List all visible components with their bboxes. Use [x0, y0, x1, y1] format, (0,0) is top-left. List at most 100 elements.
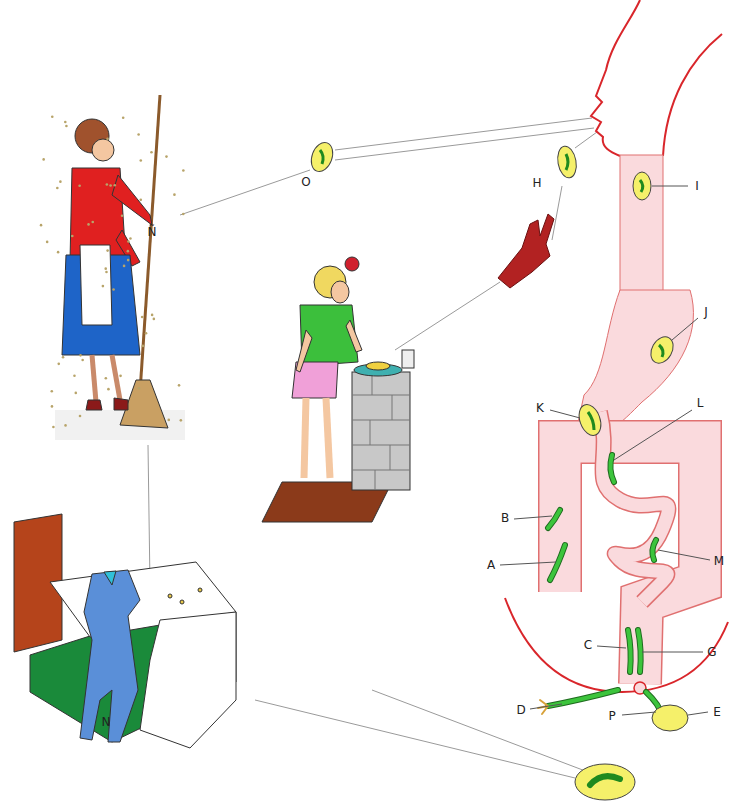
egg-dust-part: [129, 237, 132, 240]
egg-dust-part: [74, 392, 77, 395]
bed-part: [198, 588, 202, 592]
leader-line: [500, 186, 710, 715]
callout-letter: E: [711, 705, 723, 719]
egg-dust-part: [106, 183, 109, 186]
leader-line-part: [652, 186, 688, 187]
callout-letter: M: [712, 554, 726, 568]
egg-dust-part: [122, 116, 125, 119]
egg-part: [575, 402, 605, 439]
egg: [307, 139, 688, 800]
egg-part: [566, 154, 568, 170]
worm-part-part: [652, 540, 656, 560]
egg-dust-part: [107, 388, 110, 391]
leader-line-part: [597, 646, 626, 648]
bed-part: [140, 612, 236, 748]
girl-part: [331, 281, 349, 303]
egg-part: [320, 150, 323, 164]
egg-dust-part: [182, 213, 185, 216]
sweeping-woman-part: [112, 175, 152, 225]
callout-letter: O: [299, 175, 312, 189]
cycle-line-part: [552, 186, 562, 240]
cycle-line-part: [148, 445, 150, 585]
callout-letter: N: [100, 715, 113, 729]
egg-dust-part: [79, 354, 82, 357]
sweeping-woman-part: [86, 400, 102, 410]
girl-part: [366, 362, 390, 370]
leader-line-part: [500, 562, 556, 565]
egg-part: [575, 764, 635, 800]
callout-letter: B: [499, 511, 511, 525]
girl-part: [304, 398, 306, 478]
egg-dust-part: [121, 214, 124, 217]
leader-line-part: [514, 516, 552, 519]
egg-dust-part: [139, 199, 142, 202]
callout-letter: G: [705, 645, 718, 659]
worm-part-part: [628, 630, 631, 672]
egg-dust-part: [105, 271, 108, 274]
callout-letter: D: [514, 703, 527, 717]
egg-dust-part: [71, 235, 74, 238]
bed-part: [104, 571, 116, 585]
sweeping-woman-part: [92, 355, 96, 402]
egg-dust-part: [64, 121, 67, 124]
egg-dust-part: [123, 265, 126, 268]
worm-part: [548, 455, 662, 716]
egg-dust-part: [50, 390, 53, 393]
egg-dust-part: [145, 332, 148, 335]
girl-part: [346, 320, 362, 352]
worm-part-part: [548, 510, 560, 528]
worm-part-part: [548, 690, 618, 706]
egg-part: [555, 145, 578, 180]
callout-letter: Ñ: [146, 225, 159, 239]
egg-dust-part: [119, 375, 122, 378]
bed: [14, 514, 236, 748]
hand: [498, 214, 554, 288]
egg-dust-part: [112, 288, 115, 291]
egg-part: [307, 139, 336, 174]
egg-part: [659, 345, 663, 357]
worm-part-part: [610, 455, 614, 482]
egg-part: [590, 776, 620, 785]
egg-dust-part: [51, 405, 54, 408]
hand-part: [498, 214, 554, 288]
sweeping-woman-part: [80, 245, 112, 325]
worm-part-part: [628, 630, 631, 672]
egg-dust-part: [40, 224, 43, 227]
sweeping-woman-part: [140, 95, 160, 392]
worm-part-part: [652, 540, 656, 560]
egg-dust-part: [79, 415, 82, 418]
egg-part: [588, 412, 594, 430]
egg-dust-part: [56, 187, 59, 190]
body-outline: [505, 0, 728, 692]
leader-line-part: [672, 318, 698, 340]
callout-letter: L: [695, 396, 706, 410]
egg-dust-part: [65, 125, 68, 128]
worm-part-part: [638, 630, 641, 672]
egg-dust-part: [167, 419, 170, 422]
egg-dust-part: [46, 241, 49, 244]
digestive-tract-part: [600, 412, 668, 602]
egg-dust-part: [73, 374, 76, 377]
egg-dust-part: [81, 359, 84, 362]
egg-dust-part: [127, 259, 130, 262]
cycle-line-part: [335, 118, 592, 150]
egg-part: [640, 180, 643, 192]
egg-dust-part: [42, 158, 45, 161]
worm-part: [548, 455, 662, 716]
worm-part-part: [548, 690, 618, 706]
egg-dust-part: [127, 250, 130, 253]
egg-dust-part: [106, 138, 109, 141]
callout-letter: I: [693, 179, 701, 193]
egg-part: [633, 172, 651, 200]
bed-part: [168, 594, 172, 598]
egg-dust-part: [151, 314, 154, 317]
sweeping-woman-part: [112, 355, 120, 400]
egg-part: [652, 705, 688, 731]
leader-line-part: [658, 550, 710, 560]
egg-dust-part: [87, 223, 90, 226]
sweeping-woman-part: [92, 139, 114, 161]
callout-letter: A: [485, 558, 497, 572]
egg-part: [646, 333, 677, 367]
